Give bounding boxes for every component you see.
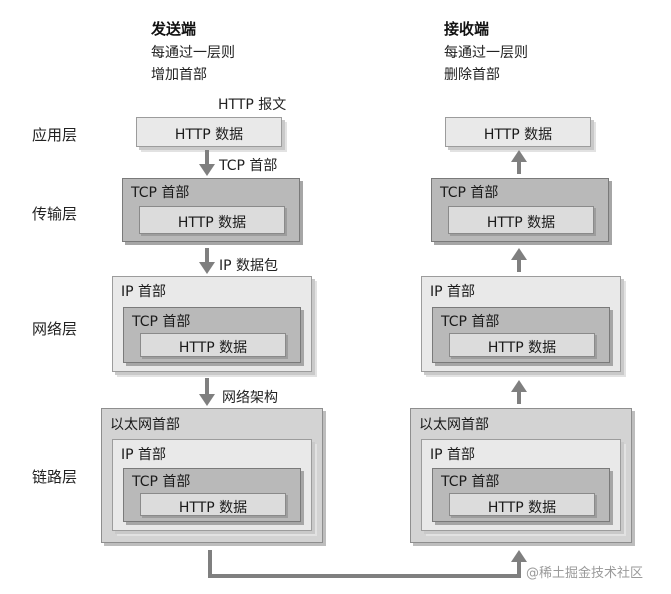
layer-label-application: 应用层 <box>32 126 78 144</box>
ip-header-text: IP 首部 <box>121 447 167 463</box>
tcp-header-text: TCP 首部 <box>132 314 191 330</box>
arrowhead-up <box>511 150 527 162</box>
tcp-header-text: TCP 首部 <box>441 314 500 330</box>
tcp-segment-block: TCP 首部 HTTP 数据 <box>432 307 610 363</box>
sender-desc-line1: 每通过一层则 <box>151 45 235 61</box>
receiver-transport-segment: TCP 首部 HTTP 数据 <box>431 178 609 242</box>
tcp-header-text: TCP 首部 <box>440 185 499 201</box>
http-data-block: HTTP 数据 <box>140 333 286 357</box>
tcp-header-text: TCP 首部 <box>131 185 190 201</box>
receiver-network-packet: IP 首部 TCP 首部 HTTP 数据 <box>421 276 621 372</box>
annotation-network-frame: 网络架构 <box>222 390 278 406</box>
ip-packet-block: IP 首部 TCP 首部 HTTP 数据 <box>112 439 312 531</box>
arrowhead-up <box>511 550 527 562</box>
http-data-block: HTTP 数据 <box>448 206 594 234</box>
arrowhead-down <box>199 164 215 176</box>
transmission-path <box>208 550 521 578</box>
tcp-segment-block: TCP 首部 HTTP 数据 <box>123 468 301 522</box>
receiver-desc-line1: 每通过一层则 <box>444 45 528 61</box>
http-data-text: HTTP 数据 <box>483 127 553 143</box>
tcp-header-text: TCP 首部 <box>441 474 500 490</box>
arrowhead-down <box>199 262 215 274</box>
sender-network-packet: IP 首部 TCP 首部 HTTP 数据 <box>112 276 312 372</box>
sender-desc-line2: 增加首部 <box>151 67 207 83</box>
ip-packet-block: IP 首部 TCP 首部 HTTP 数据 <box>421 439 621 531</box>
http-data-text: HTTP 数据 <box>486 215 556 231</box>
ethernet-header-text: 以太网首部 <box>110 417 180 433</box>
http-data-block: HTTP 数据 <box>449 493 595 516</box>
ip-header-text: IP 首部 <box>430 447 476 463</box>
receiver-title: 接收端 <box>444 20 490 38</box>
http-data-block: HTTP 数据 <box>140 493 286 516</box>
tcp-segment-block: TCP 首部 HTTP 数据 <box>123 307 301 363</box>
http-data-text: HTTP 数据 <box>487 340 557 356</box>
http-data-block: HTTP 数据 <box>449 333 595 357</box>
receiver-link-frame: 以太网首部 IP 首部 TCP 首部 HTTP 数据 <box>410 408 632 543</box>
sender-application-packet: HTTP 数据 <box>136 117 282 147</box>
ethernet-header-text: 以太网首部 <box>419 417 489 433</box>
http-data-text: HTTP 数据 <box>178 500 248 516</box>
arrowhead-up <box>511 380 527 392</box>
sender-transport-segment: TCP 首部 HTTP 数据 <box>122 178 300 242</box>
arrowhead-down <box>199 394 215 406</box>
tcp-header-text: TCP 首部 <box>132 474 191 490</box>
http-data-block: HTTP 数据 <box>139 206 285 234</box>
annotation-ip-packet: IP 数据包 <box>219 258 279 274</box>
annotation-http-message: HTTP 报文 <box>218 97 287 113</box>
http-data-text: HTTP 数据 <box>177 215 247 231</box>
watermark-text: @稀土掘金技术社区 <box>526 566 644 581</box>
sender-title: 发送端 <box>151 20 197 38</box>
receiver-application-packet: HTTP 数据 <box>445 117 591 147</box>
http-data-text: HTTP 数据 <box>174 127 244 143</box>
http-data-text: HTTP 数据 <box>487 500 557 516</box>
tcp-segment-block: TCP 首部 HTTP 数据 <box>432 468 610 522</box>
ip-header-text: IP 首部 <box>121 284 167 300</box>
receiver-desc-line2: 删除首部 <box>444 67 500 83</box>
layer-label-transport: 传输层 <box>32 205 78 223</box>
annotation-tcp-header: TCP 首部 <box>219 158 278 174</box>
ip-header-text: IP 首部 <box>430 284 476 300</box>
arrowhead-up <box>511 248 527 260</box>
http-data-text: HTTP 数据 <box>178 340 248 356</box>
sender-link-frame: 以太网首部 IP 首部 TCP 首部 HTTP 数据 <box>101 408 323 543</box>
layer-label-link: 链路层 <box>32 468 78 486</box>
layer-label-network: 网络层 <box>32 320 78 338</box>
